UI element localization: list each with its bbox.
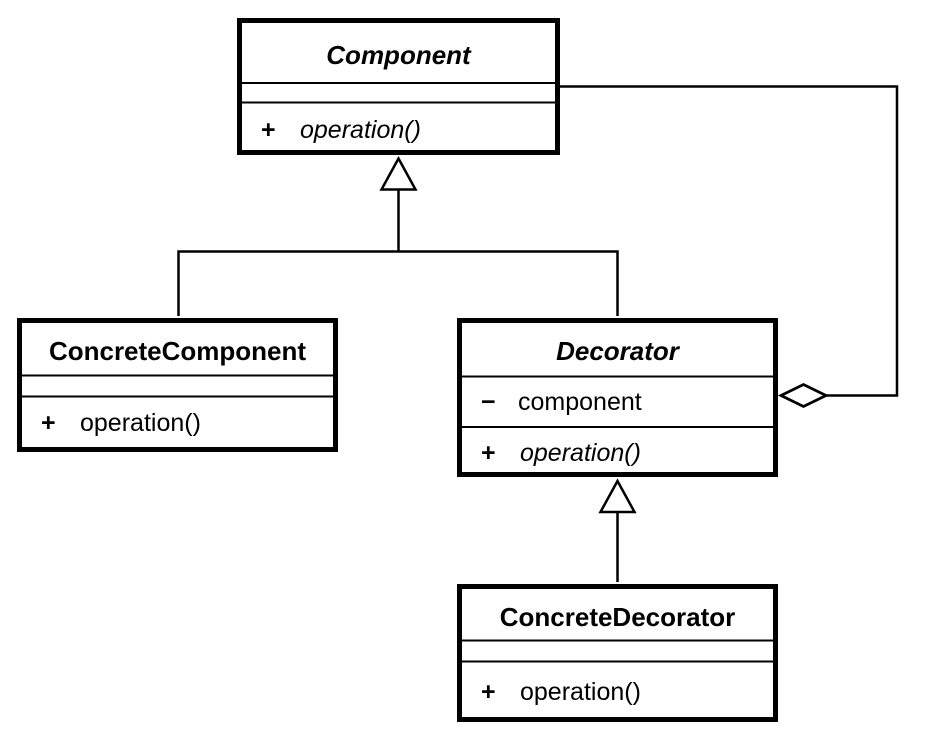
generalization-fork-to-component: [177, 155, 619, 316]
method-signature: operation(): [300, 116, 421, 144]
class-title: Component: [326, 40, 472, 70]
visibility-symbol: +: [261, 116, 276, 144]
class-frame: [457, 318, 778, 477]
attribute-name: component: [518, 388, 642, 416]
class-box-component: Component + operation(): [237, 18, 560, 155]
method-row: + operation(): [481, 678, 641, 706]
method-row: + operation(): [41, 409, 201, 437]
visibility-symbol: −: [481, 388, 496, 416]
generalization-concrete-decorator-to-decorator: [598, 478, 637, 582]
class-box-decorator: Decorator − component + operation(): [457, 318, 778, 477]
class-frame: [237, 18, 560, 155]
class-title: ConcreteComponent: [49, 336, 306, 366]
generalization-triangle-icon: [598, 478, 637, 514]
aggregation-line: [560, 85, 899, 397]
visibility-symbol: +: [41, 409, 56, 437]
method-row: + operation(): [481, 439, 641, 467]
aggregation-diamond-icon: [777, 382, 830, 409]
method-signature: operation(): [80, 409, 201, 437]
class-title: ConcreteDecorator: [500, 602, 736, 632]
class-title: Decorator: [556, 336, 681, 366]
generalization-line: [177, 188, 619, 316]
attribute-row: − component: [481, 388, 642, 416]
method-signature: operation(): [520, 439, 641, 467]
aggregation-decorator-to-component: [560, 85, 899, 409]
visibility-symbol: +: [481, 439, 496, 467]
class-box-concrete-component: ConcreteComponent + operation(): [17, 318, 338, 452]
class-frame: [457, 584, 778, 722]
method-signature: operation(): [520, 678, 641, 706]
method-row: + operation(): [261, 116, 421, 144]
class-box-concrete-decorator: ConcreteDecorator + operation(): [457, 584, 778, 722]
class-frame: [17, 318, 338, 452]
generalization-triangle-icon: [379, 155, 418, 191]
visibility-symbol: +: [481, 678, 496, 706]
